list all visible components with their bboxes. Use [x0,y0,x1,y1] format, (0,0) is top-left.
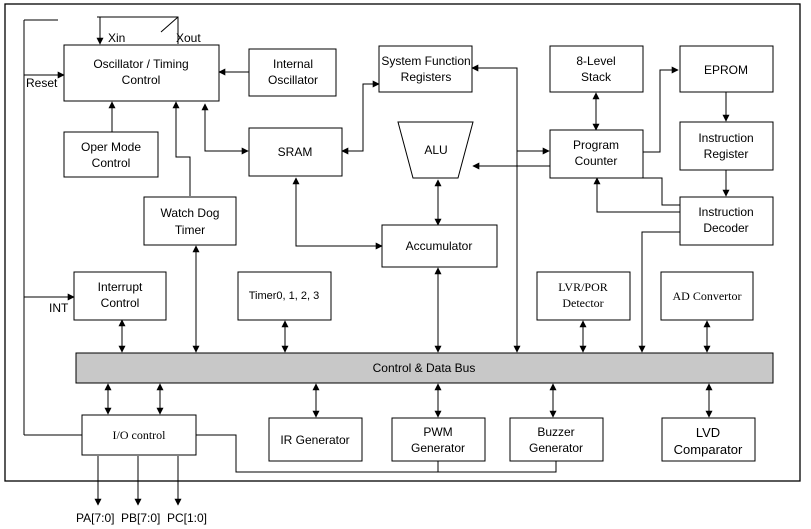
sfr-pc-arrow [471,64,550,155]
sram-block [248,127,343,177]
pwm-generator-block [391,417,486,462]
program-counter-block [549,129,644,179]
acc-sram-arrow [292,177,383,250]
oscillator-block [63,44,220,102]
alu-block [397,121,474,179]
ir-generator-block [268,417,363,462]
accumulator-block [381,224,498,268]
timer-block [237,271,332,321]
control-data-bus [75,352,774,384]
decoder-pc-arrow [593,177,680,213]
xin-xout-slash [160,16,179,33]
decoder-bus-arrow [638,231,680,353]
connections [23,16,730,506]
xout-label: Xout [176,31,201,45]
internal-oscillator-block [248,48,337,97]
lvd-comparator-block [661,417,756,462]
xin-label: Xin [108,31,125,45]
alu-label: ALU [424,143,447,157]
instruction-register-block [679,121,774,171]
chip-boundary [4,3,801,482]
int-label: INT [49,301,69,315]
sram-osc-arrow [201,103,249,155]
instruction-decoder-block [679,196,774,246]
sfr-sram-arrow [341,80,380,155]
bus-label: Control & Data Bus [373,361,476,375]
stack-block [549,45,644,93]
ad-converter-label: AD Convertor [673,289,742,303]
io-control-block [81,414,197,456]
pc-port-label: PC[1:0] [167,511,207,525]
watchdog-timer-block [143,196,237,246]
io-control-label: I/O control [113,428,167,442]
system-function-registers-block [378,45,473,93]
oper-mode-block [63,131,159,178]
lvr-por-block [536,271,631,321]
eprom-block [679,45,774,93]
pb-port-label: PB[7:0] [121,511,160,525]
pa-port-label: PA[7:0] [76,511,114,525]
ir-generator-label: IR Generator [280,433,349,447]
reset-label: Reset [26,76,58,90]
accumulator-label: Accumulator [406,239,473,253]
eprom-label: EPROM [704,63,748,77]
io-generator-wire [196,434,557,473]
blocks [63,44,774,462]
timer-label: Timer0, 1, 2, 3 [249,290,320,302]
interrupt-control-block [73,271,167,321]
buzzer-generator-block [509,417,604,462]
ad-converter-block [660,271,754,321]
reset-wire [23,19,58,435]
pc-eprom-arrow [643,66,679,153]
watchdog-osc-arrow [172,101,191,196]
sram-label: SRAM [278,145,313,159]
